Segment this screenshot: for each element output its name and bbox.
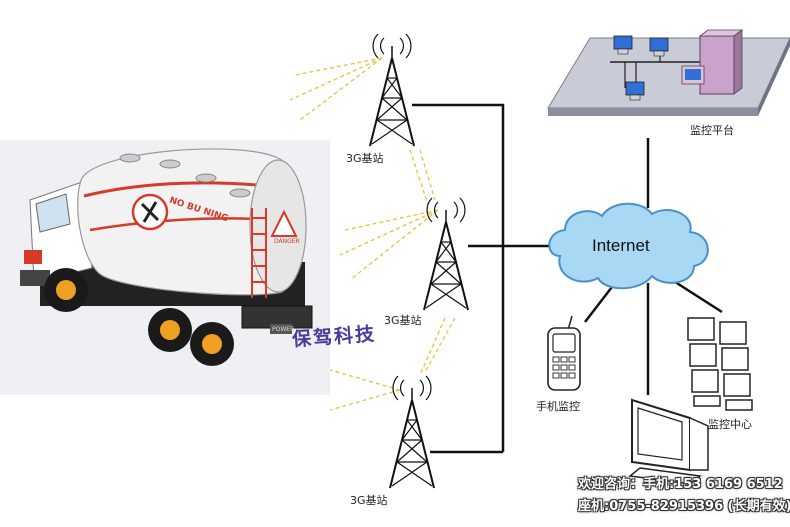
tanker-truck-image bbox=[0, 140, 330, 395]
link-cloud-phone bbox=[584, 282, 616, 323]
internet-label: Internet bbox=[592, 236, 650, 255]
tower-bottom-icon bbox=[389, 375, 435, 489]
contact-line-1: 欢迎咨询：手机:153 6169 6512 bbox=[578, 477, 783, 492]
platform-label: 监控平台 bbox=[690, 124, 734, 137]
monitoring-platform-icon bbox=[547, 29, 790, 116]
desktop-pc-icon bbox=[628, 398, 709, 485]
video-wall-icon bbox=[687, 317, 753, 411]
mobile-phone-icon bbox=[547, 315, 581, 391]
internet-cloud-icon bbox=[548, 202, 709, 290]
tower-mid-label: 3G基站 bbox=[384, 314, 422, 327]
tower-top-icon bbox=[369, 33, 415, 147]
bumper-text: POWER bbox=[272, 326, 295, 333]
link-cloud-center bbox=[671, 278, 723, 314]
warning-sign-text: DANGER bbox=[274, 238, 300, 245]
tower-bottom-label: 3G基站 bbox=[350, 494, 388, 507]
link-tower-top-bus bbox=[412, 103, 505, 452]
phone-label: 手机监控 bbox=[536, 400, 580, 413]
connection-lines bbox=[412, 103, 723, 454]
center-label: 监控中心 bbox=[708, 418, 752, 431]
signal-waves bbox=[289, 57, 456, 411]
tower-top-label: 3G基站 bbox=[346, 152, 384, 165]
tower-mid-icon bbox=[423, 197, 469, 311]
contact-line-2: 座机:0755-82915396 (长期有效) bbox=[578, 499, 790, 514]
